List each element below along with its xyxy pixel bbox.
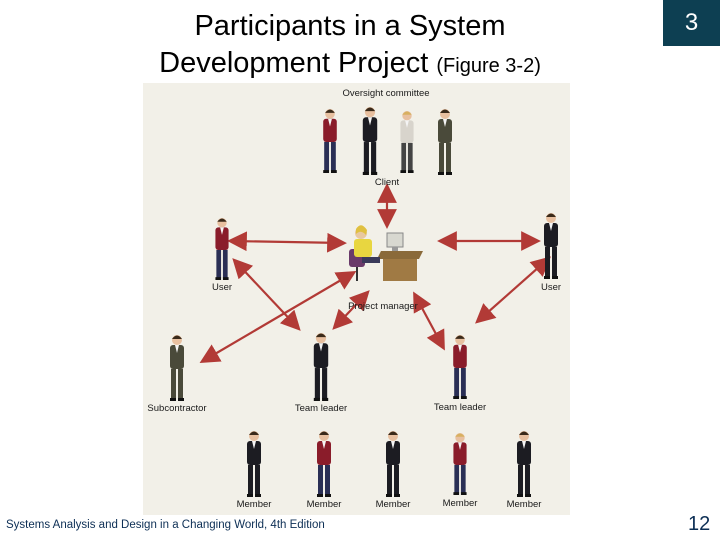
desk-top [377,251,423,259]
subcontractor-person [170,335,184,401]
label-member-1: Member [236,499,272,510]
arrow-user-left-manager [227,231,347,253]
label-member-3: Member [375,499,411,510]
label-team-leader-right: Team leader [433,402,487,413]
footer-book-title: Systems Analysis and Design in a Changin… [6,519,325,531]
oversight-person-1 [323,109,337,173]
computer-monitor [386,232,404,248]
arrow-user-left-team-leader [232,258,301,331]
user-left-person [215,218,229,280]
member-person-3 [386,431,400,497]
oversight-person-4 [438,109,452,175]
slide-title: Participants in a System Development Pro… [100,8,600,85]
diagram-canvas [170,107,558,497]
title-main-text: Development Project [159,47,429,79]
figure-reference: (Figure 3-2) [436,55,541,77]
label-member-5: Member [506,499,542,510]
member-person-5 [517,431,531,497]
title-line-1: Participants in a System [194,10,506,42]
people-group [170,107,558,497]
label-member-4: Member [442,498,478,509]
label-member-2: Member [306,499,342,510]
arrow-manager-team-leader-left [332,290,370,330]
arrow-group [199,183,551,364]
arrow-manager-team-leader-right [413,291,445,351]
manager-jacket [354,239,372,257]
arrow-manager-subcontractor [199,270,357,364]
member-person-2 [317,431,331,497]
monitor-stand [392,247,398,251]
label-team-leader-left: Team leader [294,403,348,414]
manager-hair [356,225,367,235]
oversight-person-3 [400,111,414,173]
page-number: 12 [688,513,711,535]
label-user-right: User [540,282,562,293]
chapter-badge: 3 [663,0,720,46]
desk-body [383,259,417,281]
team-leader-right-person [453,335,467,399]
manager-legs [362,257,380,263]
team-leader-left-person [313,333,329,401]
member-person-1 [247,431,261,497]
label-subcontractor: Subcontractor [147,403,207,414]
label-client: Client [374,177,400,188]
title-line-2: Development Project (Figure 3-2) [100,45,600,85]
label-project-manager: Project manager [348,301,418,312]
project-manager-illustration [349,225,423,281]
label-user-left: User [211,282,233,293]
user-right-person [544,213,558,279]
arrow-user-right-team-leader [475,256,551,324]
participants-diagram: Oversight committee Client User User Pro… [143,83,570,515]
label-oversight-committee: Oversight committee [342,88,430,99]
oversight-person-2 [362,107,378,175]
member-person-4 [453,433,467,495]
